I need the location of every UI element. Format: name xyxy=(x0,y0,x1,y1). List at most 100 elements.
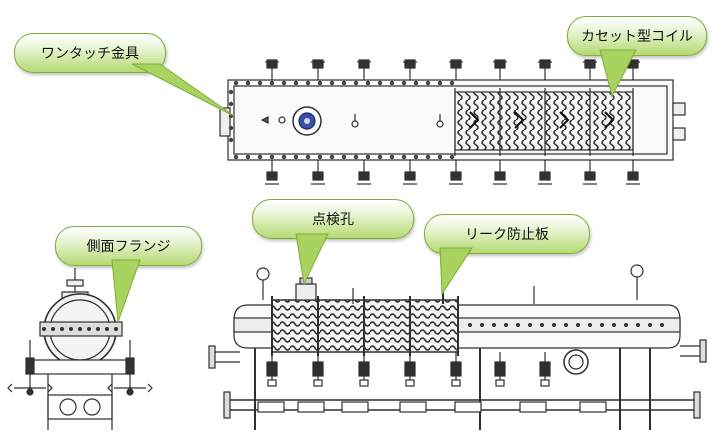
bolt xyxy=(114,327,118,331)
support-block xyxy=(341,401,369,413)
valve xyxy=(358,59,370,69)
valve xyxy=(266,171,278,181)
bolt xyxy=(449,154,455,160)
valve xyxy=(494,361,506,377)
bolt xyxy=(305,80,311,86)
bolt xyxy=(60,327,64,331)
callout-inspection-hole-label: 点検孔 xyxy=(312,212,354,228)
bolt xyxy=(42,327,46,331)
valve xyxy=(358,171,370,181)
bolt xyxy=(257,80,263,86)
valve xyxy=(358,361,370,377)
bolt xyxy=(504,323,508,327)
valve xyxy=(494,59,506,69)
bolt xyxy=(552,323,556,327)
valve xyxy=(494,171,506,181)
bolt xyxy=(389,154,395,160)
valve xyxy=(266,59,278,69)
valve xyxy=(539,59,551,69)
bolt xyxy=(377,154,383,160)
callout-leak-plate: リーク防止板 xyxy=(424,214,590,254)
bolt xyxy=(329,154,335,160)
bolt xyxy=(78,327,82,331)
bolt xyxy=(228,89,234,95)
bolt xyxy=(636,323,640,327)
callout-inspection-hole: 点検孔 xyxy=(252,199,414,239)
callout-side-flange-pointer xyxy=(111,259,141,323)
fitting xyxy=(359,379,369,387)
bolt xyxy=(233,154,239,160)
bolt xyxy=(413,154,419,160)
bolt xyxy=(105,327,109,331)
callout-cassette-coil-label: カセット型コイル xyxy=(581,29,693,45)
callout-cassette-coil-pointer xyxy=(599,49,637,98)
top-view xyxy=(219,59,686,185)
bolt xyxy=(228,137,234,143)
bolt xyxy=(492,323,496,327)
bolt xyxy=(540,323,544,327)
bolt xyxy=(468,323,472,327)
bolt xyxy=(269,154,275,160)
valve xyxy=(450,171,462,181)
bolt xyxy=(317,154,323,160)
bolt xyxy=(648,323,652,327)
bolt xyxy=(257,154,263,160)
bolt xyxy=(413,80,419,86)
fitting xyxy=(451,379,461,387)
bolt xyxy=(305,154,311,160)
valve xyxy=(266,361,278,377)
side-flange-view xyxy=(7,268,153,430)
bolt xyxy=(425,80,431,86)
bolt xyxy=(281,154,287,160)
bolt xyxy=(449,80,455,86)
bolt xyxy=(389,80,395,86)
bolt xyxy=(365,154,371,160)
bolt xyxy=(588,323,592,327)
callout-inspection-hole-pointer xyxy=(295,233,329,286)
valve xyxy=(312,171,324,181)
bolt xyxy=(624,323,628,327)
fitting xyxy=(405,379,415,387)
callout-leak-plate-label: リーク防止板 xyxy=(465,227,549,243)
bolt xyxy=(401,80,407,86)
bolt xyxy=(293,154,299,160)
bolt xyxy=(96,327,100,331)
valve xyxy=(584,59,596,69)
bolt xyxy=(564,323,568,327)
bolt xyxy=(480,323,484,327)
bolt xyxy=(69,327,73,331)
valve xyxy=(539,171,551,181)
valve xyxy=(450,361,462,377)
support-block xyxy=(297,401,325,413)
callout-one-touch-pointer xyxy=(131,63,235,117)
bolt xyxy=(329,80,335,86)
bolt xyxy=(437,154,443,160)
bolt xyxy=(281,80,287,86)
valve xyxy=(312,361,324,377)
support-block xyxy=(257,401,285,413)
support-block xyxy=(579,401,607,413)
support-block xyxy=(399,401,427,413)
bolt xyxy=(269,80,275,86)
bolt xyxy=(612,323,616,327)
bolt xyxy=(245,154,251,160)
bolt xyxy=(233,80,239,86)
bolt xyxy=(425,154,431,160)
bolt xyxy=(660,323,664,327)
valve xyxy=(404,171,416,181)
bolt xyxy=(245,80,251,86)
callout-side-flange-label: 側面フランジ xyxy=(86,239,171,255)
callout-leak-plate-pointer xyxy=(439,247,473,296)
bolt xyxy=(228,125,234,131)
callout-side-flange: 側面フランジ xyxy=(55,226,202,266)
bolt xyxy=(437,80,443,86)
bolt xyxy=(293,80,299,86)
callout-one-touch-label: ワンタッチ金具 xyxy=(41,46,139,62)
valve xyxy=(450,59,462,69)
front-view xyxy=(208,264,707,430)
bolt xyxy=(600,323,604,327)
callout-cassette-coil: カセット型コイル xyxy=(567,16,707,56)
bolt xyxy=(341,154,347,160)
